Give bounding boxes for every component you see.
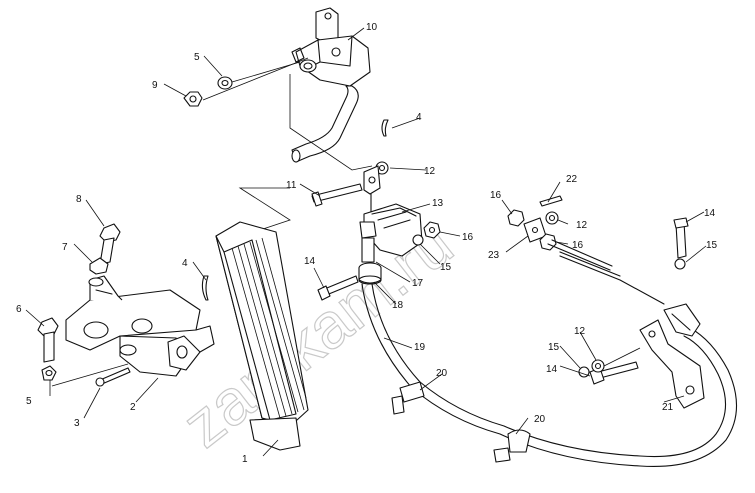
part-14-bolt-right-bottom bbox=[589, 361, 639, 385]
part-3-pin bbox=[95, 367, 131, 387]
label-2: 2 bbox=[130, 402, 136, 413]
label-8: 8 bbox=[76, 194, 82, 205]
part-5-washer-upper bbox=[217, 76, 233, 90]
label-15-c: 15 bbox=[548, 342, 560, 353]
part-8-bolt bbox=[99, 223, 121, 265]
label-3: 3 bbox=[74, 418, 80, 429]
label-21: 21 bbox=[662, 402, 674, 413]
label-16-a: 16 bbox=[462, 232, 474, 243]
part-4-cotter-pin-upper bbox=[381, 119, 389, 137]
part-9-nut bbox=[183, 91, 203, 107]
part-number-labels: 1 2 3 4 4 5 5 6 7 8 9 10 11 12 12 12 13 … bbox=[16, 22, 718, 465]
label-6: 6 bbox=[16, 304, 22, 315]
part-5-washer-lower bbox=[41, 365, 57, 381]
label-13: 13 bbox=[432, 198, 444, 209]
clevis-upper bbox=[363, 165, 381, 217]
label-15-b: 15 bbox=[706, 240, 718, 251]
part-11-bolt bbox=[311, 183, 363, 207]
part-18-cable-fitting bbox=[358, 262, 382, 285]
part-14-bolt-middle bbox=[317, 275, 359, 301]
label-12-a: 12 bbox=[424, 166, 436, 177]
part-15-washer-right bbox=[674, 258, 686, 270]
label-16-c: 16 bbox=[572, 240, 584, 251]
threaded-rod bbox=[547, 239, 613, 271]
part-21-bracket-right bbox=[639, 319, 705, 409]
label-9: 9 bbox=[152, 80, 158, 91]
label-4-upper: 4 bbox=[416, 112, 422, 123]
label-16-b: 16 bbox=[490, 190, 502, 201]
part-20-clip-b bbox=[493, 429, 531, 463]
label-4-lower: 4 bbox=[182, 258, 188, 269]
label-5-upper: 5 bbox=[194, 52, 200, 63]
label-20-a: 20 bbox=[436, 368, 448, 379]
label-20-b: 20 bbox=[534, 414, 546, 425]
part-2-pedal-bracket bbox=[65, 275, 215, 377]
label-15-a: 15 bbox=[440, 262, 452, 273]
label-14-c: 14 bbox=[546, 364, 558, 375]
part-22-cotter-pin bbox=[539, 195, 563, 207]
label-22: 22 bbox=[566, 174, 578, 185]
label-5-lower: 5 bbox=[26, 396, 32, 407]
part-14-bolt-right-top bbox=[673, 217, 689, 259]
cable-end-fitting-right bbox=[559, 251, 701, 337]
label-18: 18 bbox=[392, 300, 404, 311]
part-1-accelerator-pedal bbox=[215, 221, 309, 451]
part-6-bolt bbox=[37, 317, 59, 363]
part-10-upper-bracket bbox=[291, 7, 371, 163]
part-12-washer-bottom bbox=[591, 359, 605, 373]
label-10: 10 bbox=[366, 22, 378, 33]
label-11: 11 bbox=[286, 180, 297, 191]
label-12-c: 12 bbox=[574, 326, 586, 337]
part-12-washer-right bbox=[545, 211, 559, 225]
part-17-cable-end bbox=[359, 221, 377, 263]
leader-lines bbox=[25, 27, 707, 457]
label-14-a: 14 bbox=[304, 256, 316, 267]
part-15-washer bbox=[412, 234, 424, 246]
label-12-b: 12 bbox=[576, 220, 588, 231]
label-19: 19 bbox=[414, 342, 426, 353]
label-23: 23 bbox=[488, 250, 500, 261]
label-1: 1 bbox=[242, 454, 248, 465]
label-14-b: 14 bbox=[704, 208, 716, 219]
label-7: 7 bbox=[62, 242, 68, 253]
label-17: 17 bbox=[412, 278, 424, 289]
part-20-clip-a bbox=[391, 381, 425, 415]
part-7-washer-nut bbox=[88, 257, 109, 287]
part-4-cotter-pin-lower bbox=[201, 275, 209, 301]
